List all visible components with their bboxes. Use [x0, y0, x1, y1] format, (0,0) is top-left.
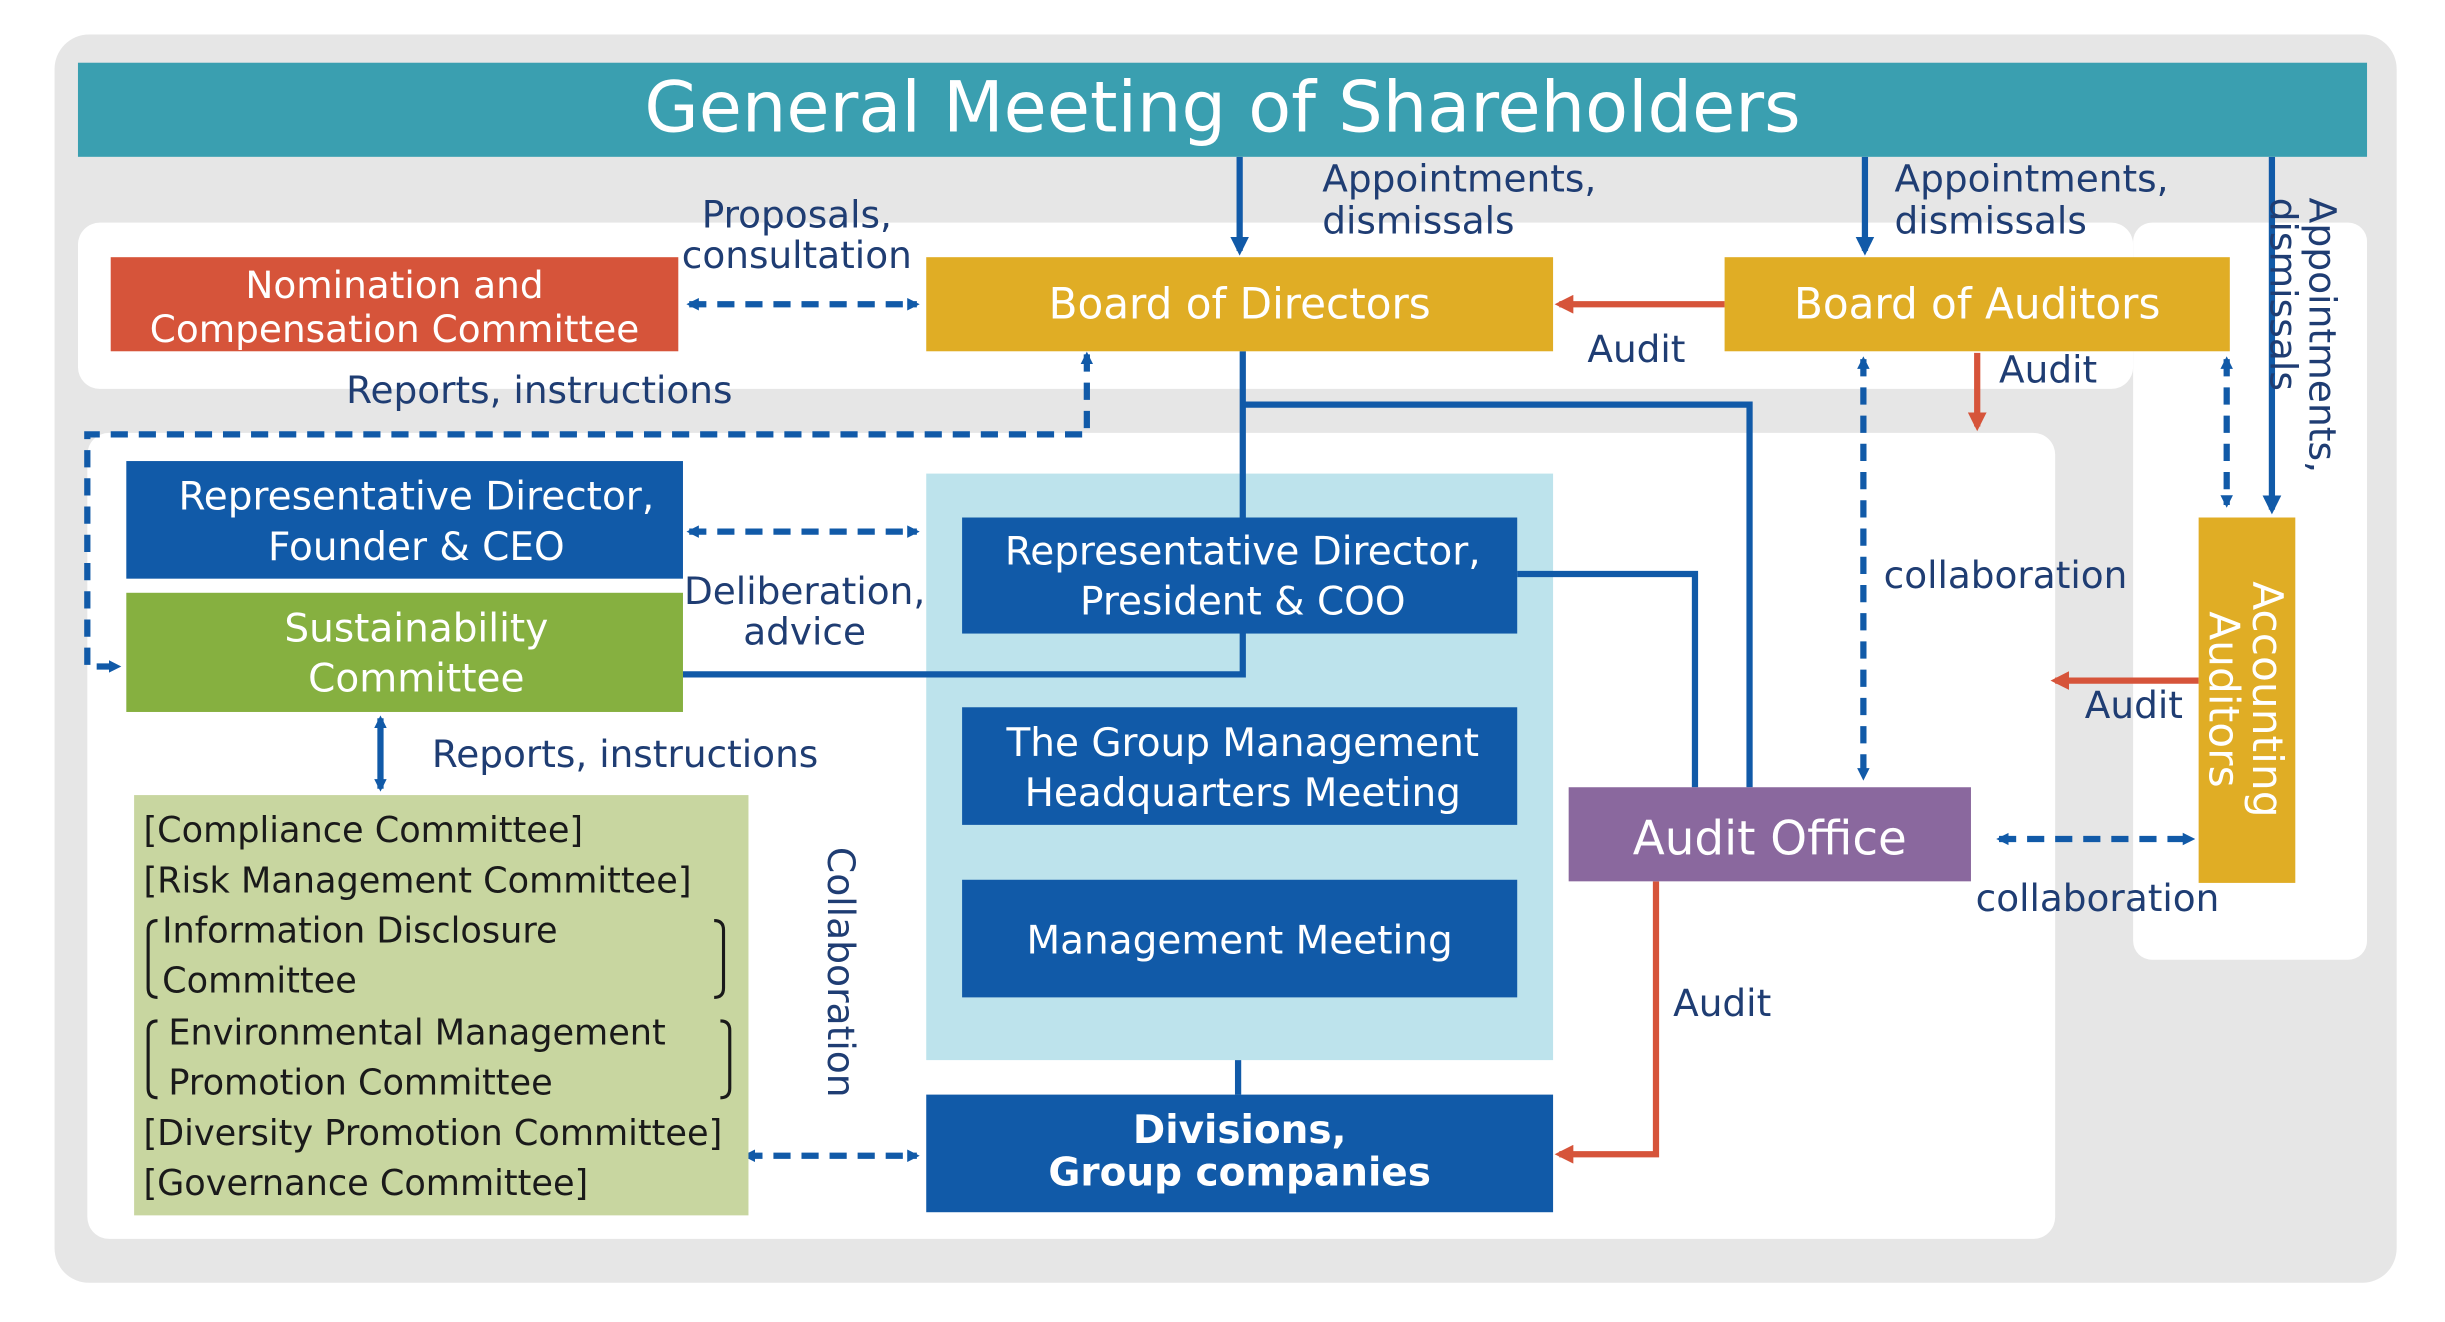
- svg-text:Accounting: Accounting: [2243, 581, 2292, 817]
- ceo-line1: Representative Director,: [178, 475, 654, 520]
- board-of-auditors-box: Board of Auditors: [1724, 257, 2230, 352]
- svg-text:dismissals: dismissals: [1322, 199, 1514, 243]
- collaboration-vertical-label: Collaboration: [819, 847, 863, 1098]
- general-meeting-box: General Meeting of Shareholders: [77, 62, 2368, 157]
- group-management-meeting-box: The Group Management Headquarters Meetin…: [962, 707, 1518, 825]
- audit-arrows: [1554, 294, 2199, 1164]
- committee-item: [Diversity Promotion Committee]: [143, 1113, 722, 1154]
- solid-connectors: [682, 351, 1753, 1095]
- appointments-label-2a: Appointments,: [1895, 156, 2169, 200]
- divisions-line1: Divisions,: [1133, 1108, 1347, 1153]
- committee-list-box: [Compliance Committee] [Risk Management …: [134, 795, 749, 1216]
- collaboration-label-1: collaboration: [1884, 553, 2128, 597]
- svg-text:Compensation Committee: Compensation Committee: [150, 307, 640, 351]
- dashed-arrows: [84, 297, 2233, 1163]
- svg-text:President & COO: President & COO: [1080, 580, 1405, 625]
- committee-item: [Compliance Committee]: [143, 810, 583, 851]
- gmh-line2: Headquarters Meeting: [1025, 771, 1461, 816]
- ceo-line2: Founder & CEO: [268, 525, 565, 570]
- audit-label-bod: Audit: [1587, 327, 1685, 371]
- svg-text:consultation: consultation: [682, 233, 912, 277]
- sustainability-committee-box: Sustainability Committee: [126, 592, 683, 712]
- svg-text:Representative Director,: Representative Director,: [1005, 529, 1481, 574]
- audit-office-text: Audit Office: [1633, 812, 1907, 867]
- deliberation-label-a: Deliberation,: [684, 569, 925, 613]
- nomination-committee-line2: Compensation Committee: [150, 307, 640, 351]
- committee-item: [Governance Committee]: [143, 1163, 588, 1204]
- coo-line2: President & COO: [1080, 580, 1405, 625]
- appointments-label-1b: dismissals: [1322, 199, 1514, 243]
- appointment-arrows: [1230, 156, 2282, 515]
- proposals-label-a: Proposals,: [702, 192, 892, 236]
- audit-office-box: Audit Office: [1568, 787, 1971, 882]
- svg-text:Auditors: Auditors: [2200, 611, 2249, 787]
- committee-item: Promotion Committee: [168, 1063, 552, 1104]
- svg-text:Appointments,: Appointments,: [1895, 156, 2169, 200]
- management-meeting-text: Management Meeting: [1027, 918, 1453, 963]
- committee-item: Information Disclosure: [162, 910, 557, 951]
- general-meeting-text: General Meeting of Shareholders: [644, 67, 1800, 149]
- management-meeting-box: Management Meeting: [962, 879, 1518, 998]
- appointments-label-2b: dismissals: [1895, 199, 2087, 243]
- sustainability-line1: Sustainability: [284, 606, 548, 651]
- divisions-line2: Group companies: [1048, 1150, 1431, 1195]
- svg-text:Group companies: Group companies: [1048, 1150, 1431, 1195]
- svg-text:Appointments,: Appointments,: [1322, 156, 1596, 200]
- coo-box: Representative Director, President & COO: [962, 517, 1518, 634]
- svg-text:Nomination and: Nomination and: [245, 263, 543, 307]
- svg-text:advice: advice: [743, 609, 866, 653]
- ceo-box: Representative Director, Founder & CEO: [126, 461, 683, 579]
- svg-text:Appointments,: Appointments,: [2300, 198, 2344, 474]
- committee-item: Committee: [162, 961, 357, 1002]
- svg-text:Committee: Committee: [308, 656, 524, 701]
- audit-label-accounting: Audit: [2085, 683, 2183, 727]
- proposals-label-b: consultation: [682, 233, 912, 277]
- svg-text:The Group Management: The Group Management: [1005, 721, 1479, 766]
- svg-text:Representative Director,: Representative Director,: [178, 475, 654, 520]
- reports-instructions-label-1: Reports, instructions: [346, 368, 732, 412]
- accounting-auditors-line1: Accounting: [2243, 581, 2292, 817]
- appointments-label-3a: Appointments,: [2300, 198, 2344, 474]
- collaboration-label-2: collaboration: [1976, 876, 2220, 920]
- board-of-directors-text: Board of Directors: [1049, 279, 1431, 328]
- board-of-auditors-text: Board of Auditors: [1794, 279, 2160, 328]
- reports-instructions-label-2: Reports, instructions: [432, 732, 818, 776]
- board-of-directors-box: Board of Directors: [926, 257, 1554, 352]
- annotation-labels: Appointments, dismissals Appointments, d…: [346, 156, 2344, 1097]
- appointments-label-3b: dismissals: [2261, 198, 2305, 391]
- sustainability-line2: Committee: [308, 656, 524, 701]
- accounting-auditors-box: Accounting Auditors: [2198, 517, 2296, 883]
- audit-label-office: Audit: [1673, 981, 1771, 1025]
- accounting-auditors-line2: Auditors: [2200, 611, 2249, 787]
- audit-label-down: Audit: [1999, 348, 2097, 392]
- nomination-committee-box: Nomination and Compensation Committee: [110, 257, 679, 352]
- nomination-committee-line1: Nomination and: [245, 263, 543, 307]
- committee-item: Environmental Management: [168, 1012, 665, 1053]
- committee-item: [Risk Management Committee]: [143, 860, 691, 901]
- svg-text:Deliberation,: Deliberation,: [684, 569, 925, 613]
- svg-text:Sustainability: Sustainability: [284, 606, 548, 651]
- svg-text:Proposals,: Proposals,: [702, 192, 892, 236]
- coo-line1: Representative Director,: [1005, 529, 1481, 574]
- svg-text:Founder & CEO: Founder & CEO: [268, 525, 565, 570]
- svg-text:Headquarters Meeting: Headquarters Meeting: [1025, 771, 1461, 816]
- svg-text:dismissals: dismissals: [1895, 199, 2087, 243]
- deliberation-label-b: advice: [743, 609, 866, 653]
- svg-text:Divisions,: Divisions,: [1133, 1108, 1347, 1153]
- svg-text:dismissals: dismissals: [2261, 198, 2305, 391]
- appointments-label-1a: Appointments,: [1322, 156, 1596, 200]
- divisions-box: Divisions, Group companies: [926, 1094, 1554, 1213]
- committee-brackets: [146, 918, 732, 1100]
- gmh-line1: The Group Management: [1005, 721, 1479, 766]
